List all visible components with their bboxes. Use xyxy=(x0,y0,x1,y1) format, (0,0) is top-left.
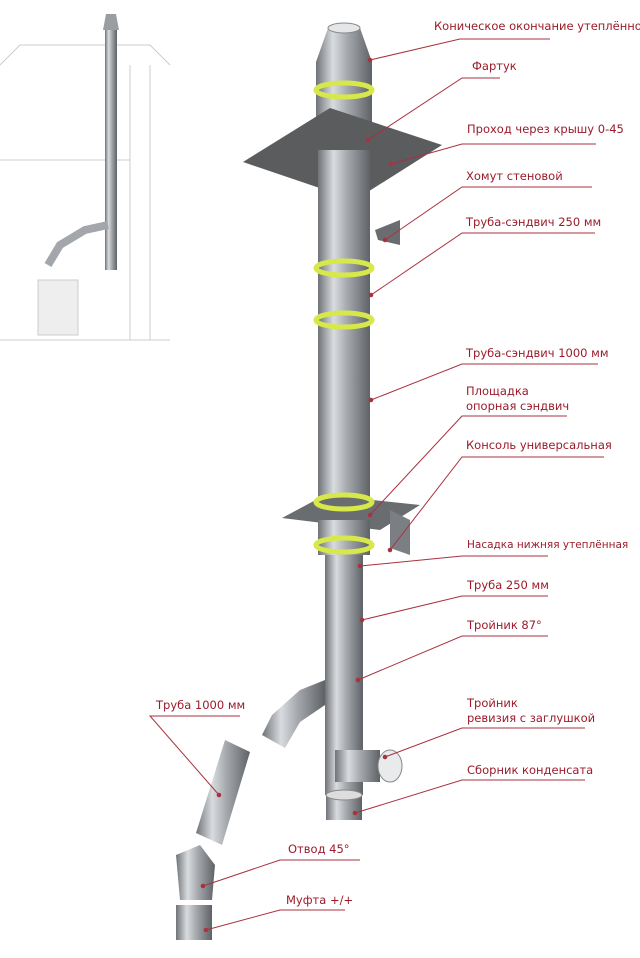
main-chimney xyxy=(176,22,442,940)
label-pipe-1000: Труба 1000 мм xyxy=(156,698,246,712)
label-condensate: Сборник конденсата xyxy=(467,763,594,777)
label-line: Площадка xyxy=(466,384,529,398)
label-conical-cap: Коническое окончание утеплённое xyxy=(434,19,640,33)
label-roof-pass: Проход через крышу 0-45 xyxy=(467,122,624,136)
label-line: опорная сэндвич xyxy=(466,399,570,413)
label-tee-87: Тройник 87° xyxy=(467,618,542,632)
label-wall-clamp: Хомут стеновой xyxy=(466,169,563,183)
label-support-platform: Площадка опорная сэндвич xyxy=(466,384,569,414)
label-pipe-250: Труба 250 мм xyxy=(467,578,549,592)
label-elbow-45: Отвод 45° xyxy=(288,842,350,856)
label-bottom-nozzle: Насадка нижняя утеплённая xyxy=(467,539,629,551)
label-revision-tee: Тройник ревизия с заглушкой xyxy=(467,696,595,726)
label-sandwich-250: Труба-сэндвич 250 мм xyxy=(466,215,602,229)
label-apron: Фартук xyxy=(472,59,517,73)
inset-house-sketch xyxy=(0,14,171,341)
label-line: ревизия с заглушкой xyxy=(467,711,596,725)
label-sandwich-1000: Труба-сэндвич 1000 мм xyxy=(466,346,609,360)
leader-lines xyxy=(148,38,604,933)
label-universal-console: Консоль универсальная xyxy=(466,438,612,452)
label-line: Тройник xyxy=(467,696,518,710)
label-coupling: Муфта +/+ xyxy=(286,893,354,907)
